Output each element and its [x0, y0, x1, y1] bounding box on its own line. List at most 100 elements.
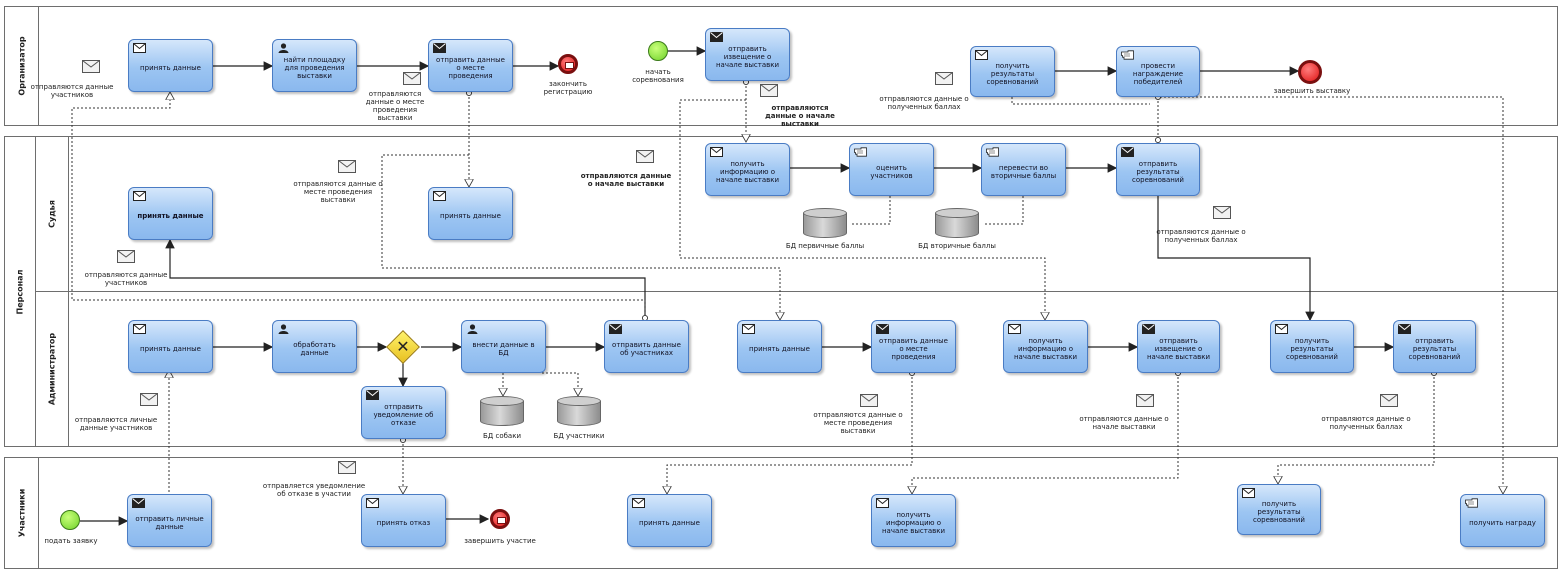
end-event-exhibition[interactable]	[1298, 60, 1322, 84]
envelope-icon	[876, 498, 889, 508]
message-envelope-icon	[338, 461, 356, 474]
pool-participant: Участники	[4, 457, 1558, 569]
start-event-apply[interactable]	[60, 510, 80, 530]
task-org-award[interactable]: провести награждение победителей	[1116, 46, 1200, 97]
pool-organizer-label: Организатор	[17, 36, 26, 96]
task-label: отправить уведомление об отказе	[373, 402, 434, 427]
start-event-competition[interactable]	[648, 41, 668, 61]
task-judge-convert[interactable]: перевести во вторичные баллы	[981, 143, 1066, 196]
task-label: принять данные	[639, 518, 700, 527]
message-envelope-icon	[403, 72, 421, 85]
task-org-receive[interactable]: принять данные	[128, 39, 213, 92]
task-judge-receive1[interactable]: принять данные	[128, 187, 213, 240]
task-org-get-results[interactable]: получить результаты соревнований	[970, 46, 1055, 97]
task-label: провести награждение победителей	[1132, 61, 1184, 86]
task-part-get-results[interactable]: получить результаты соревнований	[1237, 484, 1321, 535]
task-label: отправить личные данные	[135, 514, 204, 531]
message-label: отправляются данные о полученных баллах	[1321, 415, 1411, 431]
hand-icon	[1465, 498, 1478, 508]
message-label: отправляется уведомление об отказе в уча…	[262, 482, 366, 498]
task-judge-evaluate[interactable]: оценить участников	[849, 143, 934, 196]
task-label: найти площадку для проведения выставки	[283, 55, 346, 80]
message-label: отправляются данные о начале выставки	[1079, 415, 1169, 431]
end-event-exhibition-label: завершить выставку	[1273, 87, 1351, 95]
message-envelope-icon	[338, 160, 356, 173]
envelope-icon	[1275, 324, 1288, 334]
envelope-icon	[433, 191, 446, 201]
envelope-icon	[366, 498, 379, 508]
task-label: обработать данные	[293, 340, 336, 357]
task-admin-send-participants[interactable]: отправить данные об участниках	[604, 320, 689, 373]
task-label: отправить данные о месте проведения	[879, 336, 948, 361]
task-judge-get-info[interactable]: получить информацию о начале выставки	[705, 143, 790, 196]
task-label: отправить данные об участниках	[612, 340, 681, 357]
pool-staff-header: Персонал	[5, 137, 36, 446]
envelope-icon	[632, 498, 645, 508]
message-envelope-icon	[117, 250, 135, 263]
end-event-participation[interactable]	[490, 509, 510, 529]
message-label: отправляются данные о начале выставки	[765, 104, 835, 128]
message-label: отправляются данные участников	[30, 83, 114, 99]
task-judge-send-results[interactable]: отправить результаты соревнований	[1116, 143, 1200, 196]
task-label: оценить участников	[870, 163, 913, 180]
task-label: принять данные	[140, 344, 201, 353]
message-envelope-icon	[760, 84, 778, 97]
datastore-dogs-label: БД собаки	[482, 432, 521, 440]
task-org-send-notice[interactable]: отправить извещение о начале выставки	[705, 28, 790, 81]
task-admin-send-venue[interactable]: отправить данные о месте проведения	[871, 320, 956, 373]
pool-organizer-header: Организатор	[5, 7, 39, 125]
envelope-filled-icon	[609, 324, 622, 334]
message-label: отправляются данные о полученных баллах	[879, 95, 969, 111]
task-label: получить результаты соревнований	[986, 61, 1039, 86]
task-label: внести данные в БД	[472, 340, 535, 357]
message-envelope-icon	[636, 150, 654, 163]
task-admin-send-reject[interactable]: отправить уведомление об отказе	[361, 386, 446, 439]
envelope-filled-icon	[433, 43, 446, 53]
task-admin-receive[interactable]: принять данные	[128, 320, 213, 373]
task-admin-send-notice[interactable]: отправить извещение о начале выставки	[1137, 320, 1220, 373]
envelope-filled-icon	[1398, 324, 1411, 334]
envelope-icon	[742, 324, 755, 334]
message-envelope-icon	[1380, 394, 1398, 407]
envelope-filled-icon	[1142, 324, 1155, 334]
task-label: получить награду	[1469, 518, 1536, 527]
message-label: отправляются данные о начале выставки	[580, 172, 672, 188]
start-event-apply-label: подать заявку	[44, 537, 98, 545]
task-admin-enter-db[interactable]: внести данные в БД	[461, 320, 546, 373]
task-admin-receive2[interactable]: принять данные	[737, 320, 822, 373]
datastore-primary-label: БД первичные баллы	[785, 242, 865, 250]
task-label: получить информацию о начале выставки	[1013, 336, 1078, 361]
envelope-filled-icon	[1121, 147, 1134, 157]
task-org-find-venue[interactable]: найти площадку для проведения выставки	[272, 39, 357, 92]
task-part-send-personal[interactable]: отправить личные данные	[127, 494, 212, 547]
task-part-receive-data[interactable]: принять данные	[627, 494, 712, 547]
end-event-registration[interactable]	[558, 54, 578, 74]
task-part-receive-reject[interactable]: принять отказ	[361, 494, 446, 547]
task-label: отправить данные о месте проведения	[436, 55, 505, 80]
task-label: принять данные	[749, 344, 810, 353]
envelope-icon	[975, 50, 988, 60]
message-label: отправляются данные о месте проведения в…	[365, 90, 425, 122]
task-admin-get-results[interactable]: получить результаты соревнований	[1270, 320, 1354, 373]
datastore-participants-label: БД участники	[553, 432, 605, 440]
task-admin-process[interactable]: обработать данные	[272, 320, 357, 373]
message-label: отправляются личные данные участников	[74, 416, 158, 432]
message-label: отправляются данные участников	[84, 271, 168, 287]
task-label: получить информацию о начале выставки	[715, 159, 780, 184]
task-part-get-info[interactable]: получить информацию о начале выставки	[871, 494, 956, 547]
hand-icon	[986, 147, 999, 157]
task-admin-send-results[interactable]: отправить результаты соревнований	[1393, 320, 1476, 373]
datastore-primary-icon	[803, 208, 847, 238]
lane-judge-label: Судья	[47, 200, 56, 228]
task-org-send-venue[interactable]: отправить данные о месте проведения	[428, 39, 513, 92]
envelope-filled-icon	[366, 390, 379, 400]
task-part-get-award[interactable]: получить награду	[1460, 494, 1545, 547]
task-admin-get-info[interactable]: получить информацию о начале выставки	[1003, 320, 1088, 373]
task-judge-receive2[interactable]: принять данные	[428, 187, 513, 240]
task-label: перевести во вторичные баллы	[990, 163, 1057, 180]
task-label: принять данные	[140, 63, 201, 72]
pool-participant-header: Участники	[5, 458, 39, 568]
lane-separator	[35, 291, 1557, 292]
datastore-dogs-icon	[480, 396, 524, 426]
envelope-icon	[1242, 488, 1255, 498]
